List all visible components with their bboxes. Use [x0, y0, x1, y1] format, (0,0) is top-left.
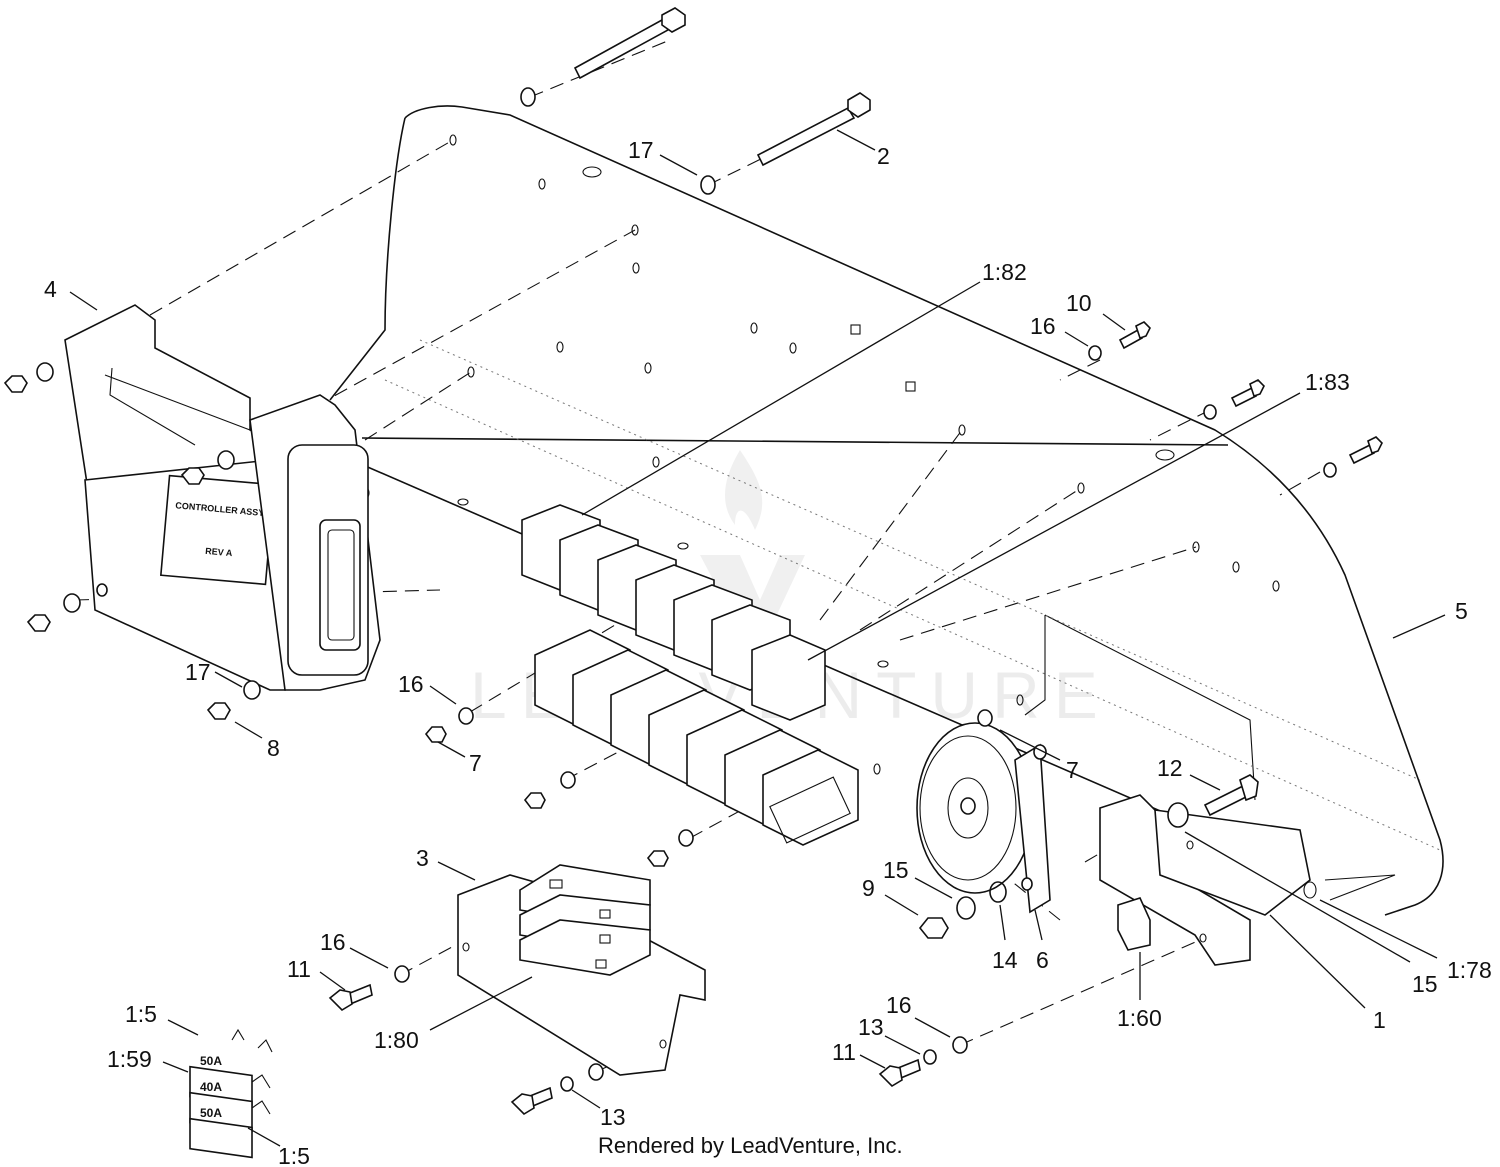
callout-labels: 2 17 4 1:82 10 16 1:83 5 17 8 16 7 7 12 … — [44, 137, 1492, 1167]
callout-16-bottom: 16 — [886, 992, 912, 1018]
callout-15-bracket: 15 — [1412, 971, 1438, 997]
callout-7-left: 7 — [469, 750, 482, 776]
callout-11-right: 11 — [832, 1039, 856, 1065]
callout-13-right: 13 — [858, 1014, 884, 1040]
lower-fasteners — [328, 965, 968, 1116]
callout-1-78: 1:78 — [1447, 957, 1492, 983]
callout-11-left: 11 — [287, 956, 311, 982]
callout-10: 10 — [1066, 290, 1092, 316]
callout-1-59: 1:59 — [107, 1046, 152, 1072]
callout-6: 6 — [1036, 947, 1049, 973]
callout-3: 3 — [416, 845, 429, 871]
callout-1-60: 1:60 — [1117, 1005, 1162, 1031]
right-bracket — [1099, 774, 1396, 966]
fuse-middle-rating: 40A — [200, 1080, 222, 1094]
callout-9: 9 — [862, 875, 875, 901]
callout-1-80: 1:80 — [374, 1027, 419, 1053]
callout-16-top: 16 — [1030, 313, 1056, 339]
callout-15-horn: 15 — [883, 857, 909, 883]
callout-5: 5 — [1455, 598, 1468, 624]
fuse-bottom-rating: 50A — [200, 1106, 222, 1120]
render-credit: Rendered by LeadVenture, Inc. — [598, 1133, 903, 1158]
callout-1-5-top: 1:5 — [125, 1001, 157, 1027]
callout-2: 2 — [877, 143, 890, 169]
callout-16-fuse-holder: 16 — [320, 929, 346, 955]
small-bolts-right — [1088, 321, 1383, 478]
callout-17-left: 17 — [185, 659, 211, 685]
left-fasteners — [424, 707, 694, 867]
fuse-holder — [457, 864, 706, 1076]
callout-1: 1 — [1373, 1007, 1386, 1033]
fuse-bottom — [189, 1117, 253, 1159]
callout-1-83: 1:83 — [1305, 369, 1350, 395]
controller-label-line2: REV A — [205, 546, 233, 558]
callout-7-right: 7 — [1066, 757, 1079, 783]
callout-1-82: 1:82 — [982, 259, 1027, 285]
callout-4: 4 — [44, 276, 57, 302]
fuses: 50A 40A 50A — [189, 1028, 273, 1159]
long-bolts — [520, 7, 871, 195]
callout-14: 14 — [992, 947, 1018, 973]
relay-row — [521, 504, 826, 721]
callout-16-left: 16 — [398, 671, 424, 697]
fuse-top-rating: 50A — [200, 1054, 222, 1068]
callout-8: 8 — [267, 735, 280, 761]
controller-assembly: CONTROLLER ASSY REV A — [3, 304, 381, 720]
callout-12: 12 — [1157, 755, 1183, 781]
mounting-plate — [329, 105, 1444, 916]
horn-fasteners — [918, 881, 1007, 939]
horn — [916, 709, 1051, 914]
callout-1-5-bottom: 1:5 — [278, 1143, 310, 1167]
relay-sockets — [534, 629, 859, 846]
callout-13-left: 13 — [600, 1104, 626, 1130]
leader-lines — [69, 129, 1446, 1147]
callout-17-top: 17 — [628, 137, 654, 163]
